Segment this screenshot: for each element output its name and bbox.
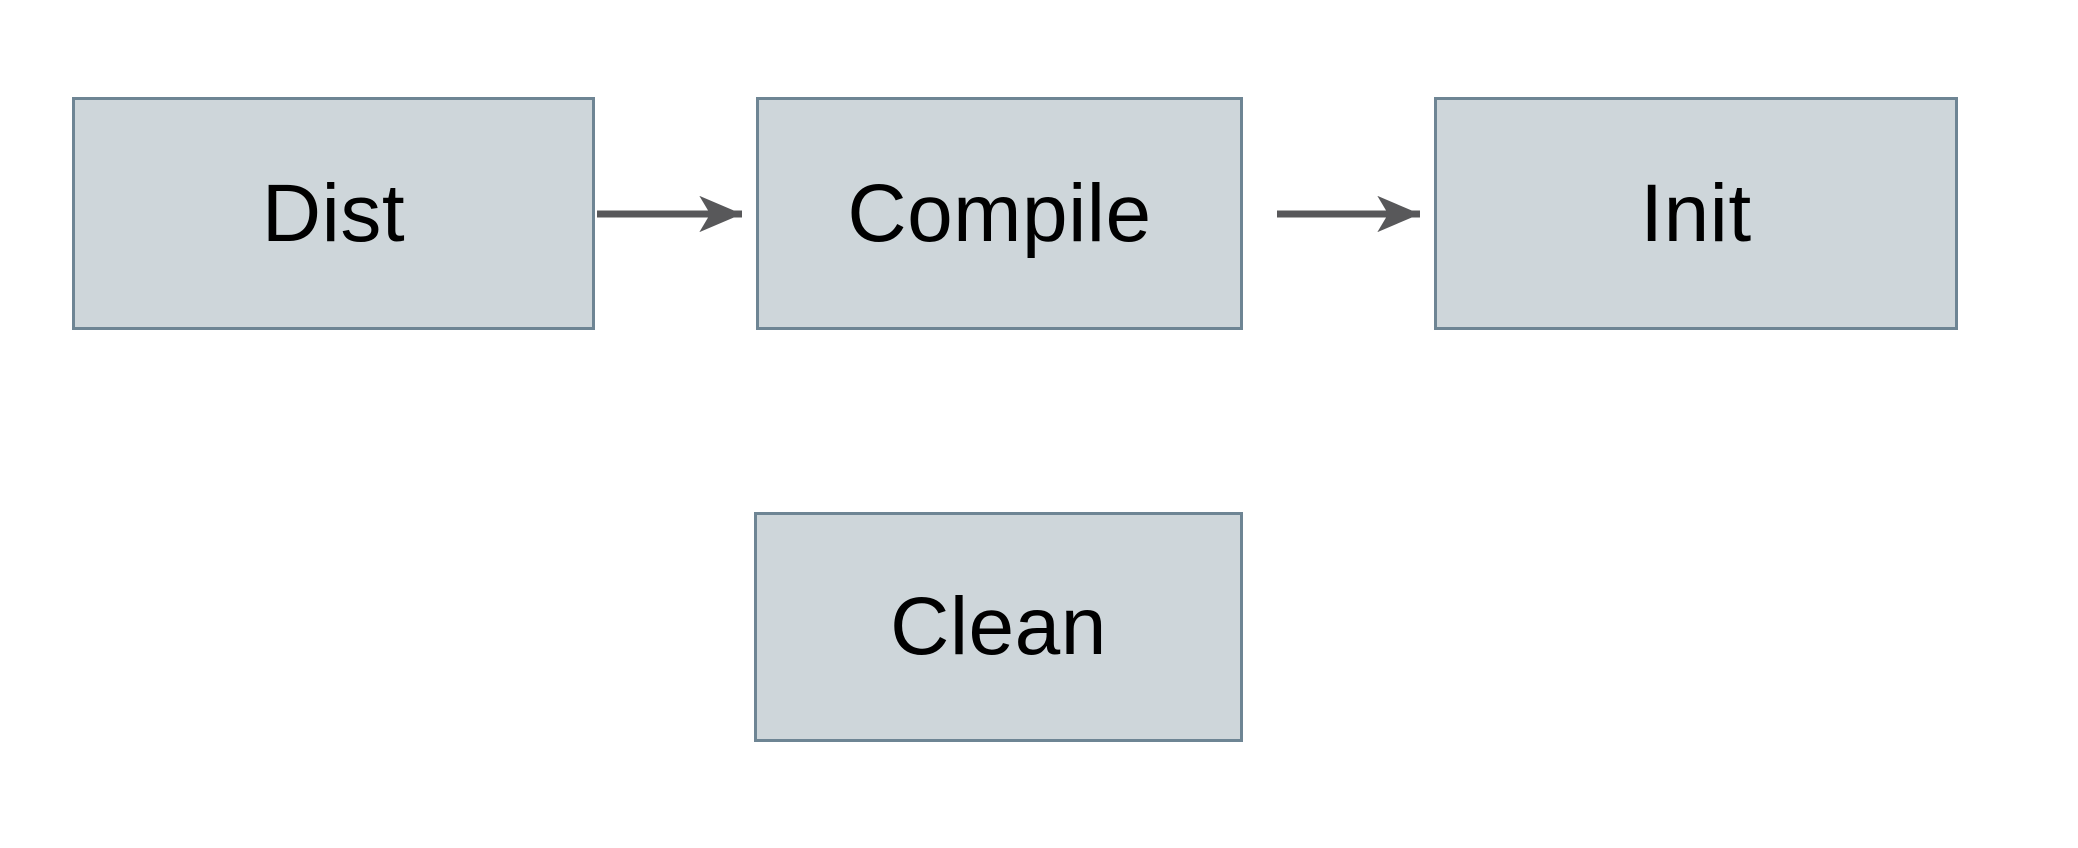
node-init[interactable]: Init (1434, 97, 1958, 330)
node-clean[interactable]: Clean (754, 512, 1243, 742)
node-dist-label: Dist (261, 167, 406, 259)
node-compile-label: Compile (847, 167, 1152, 259)
node-clean-label: Clean (890, 581, 1107, 672)
node-compile[interactable]: Compile (756, 97, 1243, 330)
node-dist[interactable]: Dist (72, 97, 595, 330)
node-init-label: Init (1640, 167, 1752, 259)
